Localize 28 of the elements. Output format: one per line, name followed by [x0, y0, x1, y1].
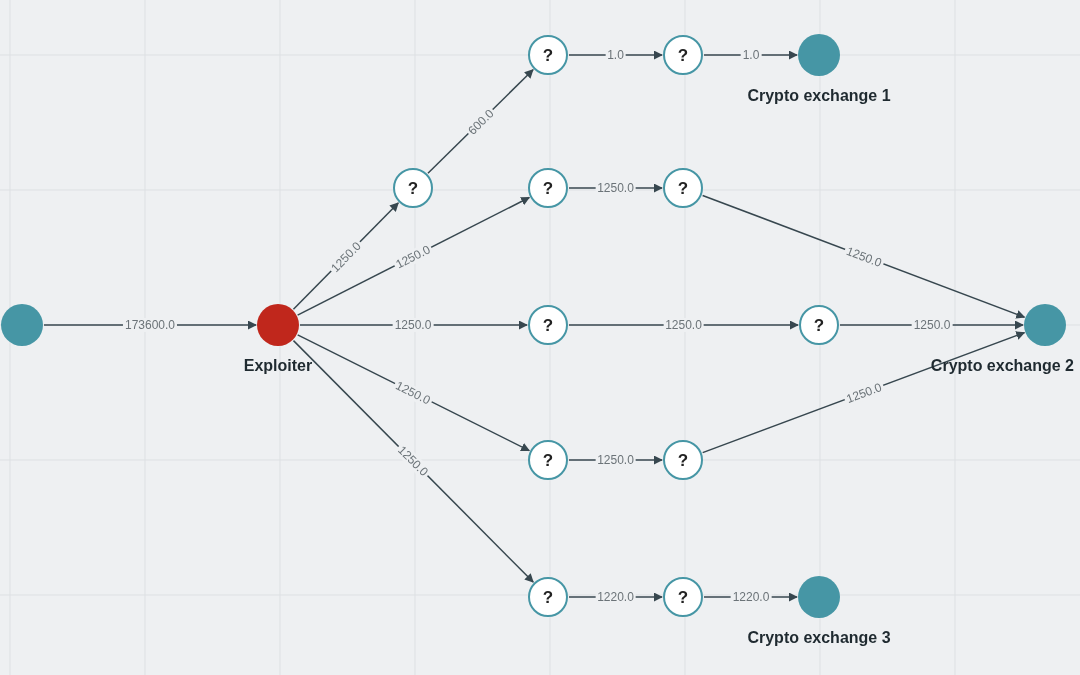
node-text: ?: [542, 588, 554, 606]
node-text: ?: [677, 588, 689, 606]
edge-label: 1250.0: [663, 318, 704, 332]
arrow: [703, 50, 798, 60]
edge-label: 173600.0: [122, 318, 178, 332]
arrow: [568, 50, 663, 60]
node-caption: Exploiter: [243, 356, 313, 376]
node-text: ?: [542, 179, 554, 197]
node-caption: Crypto exchange 2: [930, 356, 1074, 376]
node-text: ?: [542, 451, 554, 469]
node-text: ?: [542, 46, 554, 64]
edge-label: 1250.0: [595, 181, 636, 195]
node-text: ?: [542, 316, 554, 334]
node-text: ?: [407, 179, 419, 197]
edge-label: 1250.0: [911, 318, 953, 332]
edge-label: 1220.0: [730, 590, 772, 604]
edge-label: 1250.0: [595, 453, 636, 467]
node-text: ?: [677, 46, 689, 64]
edge-label: 1.0: [740, 48, 762, 62]
edge-label: 1250.0: [392, 318, 434, 332]
node-text: ?: [677, 179, 689, 197]
node-text: ?: [813, 316, 825, 334]
edge-label: 1.0: [605, 48, 626, 62]
node-text: ?: [677, 451, 689, 469]
edge-label: 1220.0: [595, 590, 636, 604]
node-caption: Crypto exchange 1: [747, 86, 891, 106]
arrow: [292, 339, 534, 583]
node-caption: Crypto exchange 3: [747, 628, 891, 648]
